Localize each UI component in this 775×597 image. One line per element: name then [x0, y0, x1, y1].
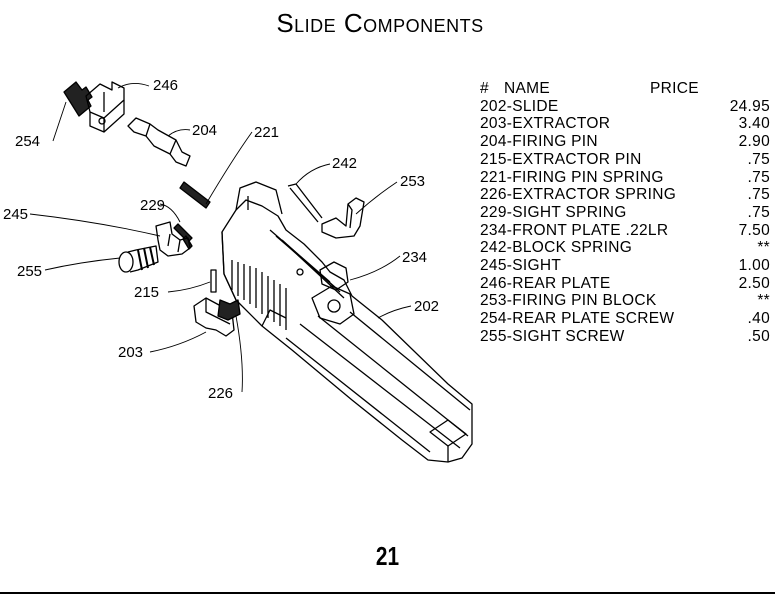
part-price: .75	[747, 168, 770, 186]
extractor-part	[193, 297, 235, 337]
callout-202: 202	[414, 298, 439, 315]
front-plate-part	[319, 261, 349, 291]
rear-plate-part	[85, 81, 125, 133]
parts-list-row: 202-SLIDE 24.95	[480, 98, 770, 116]
parts-list-row: 246-REAR PLATE 2.50	[480, 275, 770, 293]
parts-list-row: 245-SIGHT 1.00	[480, 257, 770, 275]
parts-list-row: 226-EXTRACTOR SPRING .75	[480, 186, 770, 204]
extractor-pin-part	[210, 269, 217, 293]
part-price: .40	[747, 310, 770, 328]
callout-246: 246	[153, 77, 178, 94]
part-label: 255-SIGHT SCREW	[480, 327, 625, 345]
rear-plate-screw-part	[63, 81, 93, 117]
parts-price-list: # NAME PRICE 202-SLIDE 24.95 203-EXTRACTO…	[480, 80, 770, 346]
part-label: 204-FIRING PIN	[480, 133, 598, 151]
page-number: 21	[375, 541, 400, 571]
part-label: 202-SLIDE	[480, 97, 559, 115]
parts-list-row: 255-SIGHT SCREW .50	[480, 328, 770, 346]
part-price: 1.00	[738, 257, 770, 275]
part-label: 254-REAR PLATE SCREW	[480, 310, 675, 328]
parts-list-header: # NAME PRICE	[480, 80, 770, 98]
extractor-spring-part	[217, 299, 241, 321]
parts-list-row: 254-REAR PLATE SCREW .40	[480, 310, 770, 328]
part-label: 245-SIGHT	[480, 257, 562, 275]
callout-204: 204	[192, 122, 217, 139]
parts-list-row: 215-EXTRACTOR PIN .75	[480, 151, 770, 169]
callout-255: 255	[17, 263, 42, 280]
part-label: 234-FRONT PLATE .22LR	[480, 221, 669, 239]
part-price: .75	[747, 150, 770, 168]
part-price: **	[757, 292, 770, 310]
firing-pin-block-part	[321, 197, 365, 239]
callout-254: 254	[15, 133, 40, 150]
bottom-rule	[0, 592, 775, 594]
part-label: 203-EXTRACTOR	[480, 115, 611, 133]
firing-pin-spring-part	[179, 181, 211, 209]
firing-pin-part	[127, 117, 191, 167]
parts-list-row: 221-FIRING PIN SPRING .75	[480, 169, 770, 187]
parts-list-row: 242-BLOCK SPRING **	[480, 239, 770, 257]
part-label: 253-FIRING PIN BLOCK	[480, 292, 657, 310]
callout-229: 229	[140, 197, 165, 214]
part-label: 242-BLOCK SPRING	[480, 239, 633, 257]
part-label: 226-EXTRACTOR SPRING	[480, 186, 677, 204]
part-price: 2.50	[738, 274, 770, 292]
part-price: .75	[747, 186, 770, 204]
slide-part	[221, 181, 473, 463]
sight-screw-part	[118, 245, 159, 273]
block-spring-part	[287, 183, 323, 223]
part-price: .75	[747, 203, 770, 221]
parts-list-row: 203-EXTRACTOR 3.40	[480, 115, 770, 133]
part-price: 2.90	[738, 133, 770, 151]
callout-253: 253	[400, 173, 425, 190]
callout-245: 245	[3, 206, 28, 223]
header-name: NAME	[504, 80, 550, 97]
part-label: 229-SIGHT SPRING	[480, 203, 627, 221]
part-label: 221-FIRING PIN SPRING	[480, 168, 664, 186]
header-number: #	[480, 80, 489, 97]
callout-215: 215	[134, 284, 159, 301]
part-label: 246-REAR PLATE	[480, 274, 611, 292]
part-price: 3.40	[738, 115, 770, 133]
callout-226: 226	[208, 385, 233, 402]
parts-list-row: 234-FRONT PLATE .22LR 7.50	[480, 222, 770, 240]
part-label: 215-EXTRACTOR PIN	[480, 150, 642, 168]
part-price: 7.50	[738, 221, 770, 239]
parts-list-row: 204-FIRING PIN 2.90	[480, 133, 770, 151]
part-price: .50	[747, 327, 770, 345]
callout-221: 221	[254, 124, 279, 141]
page-title: Slide Components	[276, 8, 484, 38]
part-price: **	[757, 239, 770, 257]
parts-list-row: 229-SIGHT SPRING .75	[480, 204, 770, 222]
parts-list-row: 253-FIRING PIN BLOCK **	[480, 292, 770, 310]
sight-part	[155, 221, 191, 257]
callout-203: 203	[118, 344, 143, 361]
callout-leaders	[29, 83, 412, 393]
header-price: PRICE	[650, 80, 699, 97]
part-price: 24.95	[729, 97, 770, 115]
callout-234: 234	[402, 249, 427, 266]
callout-242: 242	[332, 155, 357, 172]
